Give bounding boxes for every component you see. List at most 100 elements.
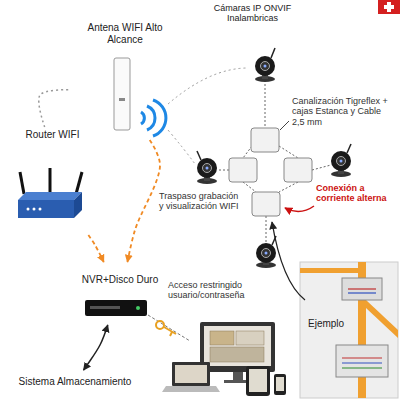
inset-wire [342,357,382,358]
antenna-logo [119,98,125,101]
monitor-icon [200,322,275,372]
nvr-front [90,306,120,309]
laptop-screen [175,365,207,383]
nvr-led [136,306,140,310]
example-pointer [272,222,305,300]
power-arrow [285,206,314,212]
connector-label: Traspaso grabación y visualización WIFI [158,190,242,213]
connector [88,235,103,262]
node-label: Sistema Almacenamiento [12,376,138,388]
wifi-wave [141,112,144,124]
connector [127,140,160,262]
node-label: NVR+Disco Duro [77,274,163,286]
antenna-unit: Antena WIFI Alto Alcance [70,20,180,140]
annotation-label: Canalización Tigreflex + cajas Estanca y… [292,96,396,127]
example-inset [300,262,398,398]
camera-antenna [347,144,351,153]
router-icon [18,200,74,218]
monitor-stand [233,372,243,380]
ip-camera [197,151,217,184]
connector [39,90,70,127]
annotation-label: Acceso restringido usuario/contraseña [168,280,254,301]
cable-run [312,165,331,170]
antenna-icon [114,58,130,130]
access-line [148,315,190,341]
key-icon [164,327,176,334]
inset-wire [342,367,382,368]
cable-run [265,80,266,128]
router-icon [18,192,82,200]
camera-body [197,158,217,178]
router-antenna [76,172,82,194]
wireless-link [168,68,248,104]
nvr-icon [85,300,147,316]
key-icon [156,321,164,329]
wireless-link [168,130,195,164]
example-inset: Ejemplo [300,262,398,398]
camera-lens [265,252,268,255]
inset-wire [348,292,376,293]
router-led [33,208,36,211]
monitor-screen [204,326,271,366]
node-label: Cámaras IP ONVIF Inalambricas [192,3,313,24]
router-led [27,208,30,211]
corner-badge [378,0,400,14]
nvr-unit: NVR+Disco Duro [75,262,165,325]
floor-plan [236,331,264,345]
ip-camera [255,48,275,82]
camera-lens [261,62,270,71]
conduit [300,268,358,273]
camera-lens [203,164,212,173]
junction-box [251,128,279,152]
junction-box [229,158,257,182]
camera-body [256,243,276,263]
router-led [39,208,42,211]
camera-lens [340,160,343,163]
cable-run [218,170,229,171]
camera-body [331,151,351,171]
tablet-icon [246,366,270,396]
tablet-screen [249,369,267,392]
conduit [366,300,398,338]
inset-wire [342,362,382,363]
node-label: Antena WIFI Alto Alcance [72,22,178,45]
laptop-icon [172,362,210,386]
camera-lens [337,157,346,166]
ip-camera [331,144,351,177]
router-unit: Router WIFI [5,127,100,235]
junction-box [284,158,312,182]
cable-run [279,182,298,192]
router-icon [74,192,82,218]
node-label: Router WIFI [7,129,98,141]
wifi-wave [153,100,166,136]
phone-icon [274,374,286,395]
camera-lens [206,167,209,170]
cable-run [279,146,298,158]
floor-plan [210,347,264,362]
router-antenna [49,168,52,193]
inset-box [342,278,382,300]
camera-group: Cámaras IP ONVIF Inalambricas [190,3,315,91]
camera-body [255,56,275,76]
inset-box [336,345,388,377]
floor-plan [210,331,234,345]
cable-run [243,182,256,192]
leader-line [280,121,289,130]
junction-box [252,192,280,216]
camera-antenna [197,151,201,160]
camera-lens [264,65,267,68]
badge-cross [384,5,394,9]
key-icon [170,332,172,336]
camera-antenna [271,48,275,58]
router-antenna [20,172,24,194]
node-label: Ejemplo [308,318,396,330]
connector [84,325,108,370]
camera-lens [262,249,271,258]
annotation-label: Conexión a corriente alterna [316,183,396,204]
wifi-wave [147,106,155,130]
ip-camera [256,236,276,268]
phone-screen [276,377,284,391]
inset-wire [348,288,376,289]
